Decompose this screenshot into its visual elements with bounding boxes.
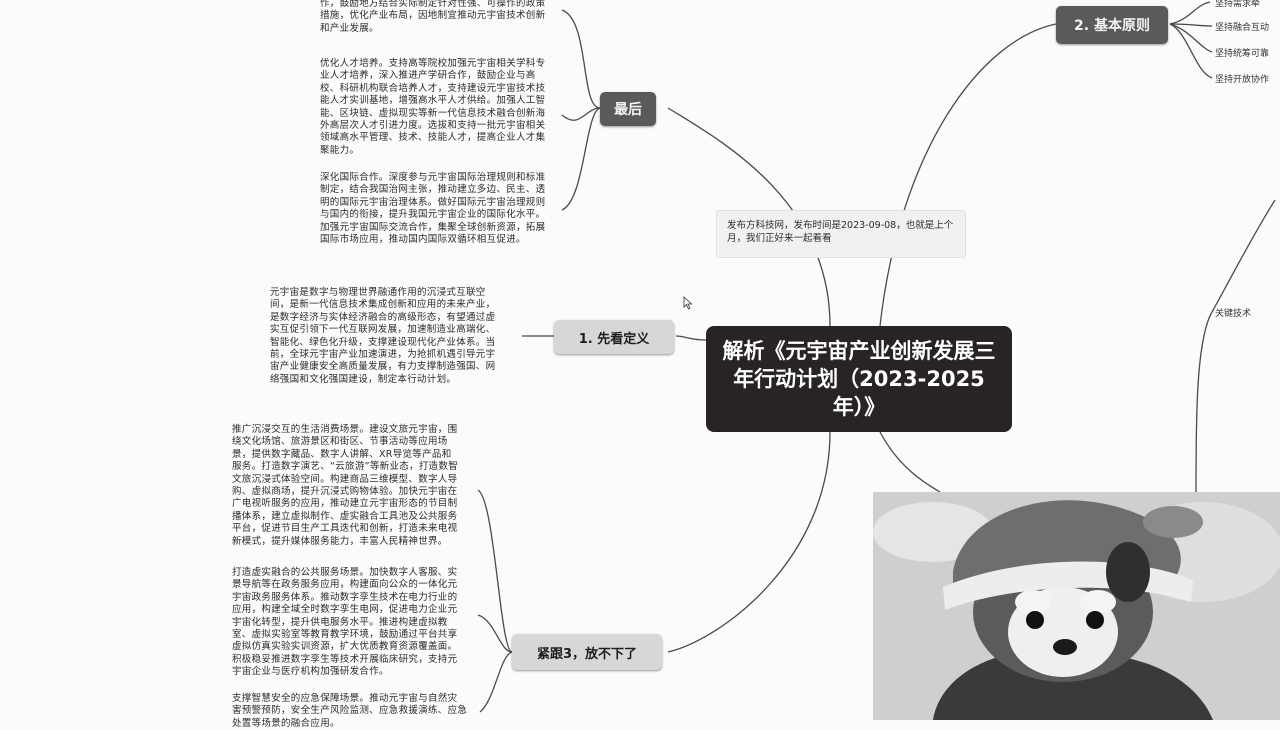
node-definition[interactable]: 1. 先看定义 [554,320,674,354]
life-scenario-text: 推广沉浸交互的生活消费场景。建设文旅元宇宙，围 绕文化场馆、旅游景区和街区、节事… [232,424,459,547]
center-title: 解析《元宇宙产业创新发展三年行动计划（2023-2025年）》 [722,339,996,419]
node-last[interactable]: 最后 [600,92,656,126]
policy-text-partial: 作，鼓励地方结合实际制定针对性强、可操作的政策 措施，优化产业布局，因地制宜推动… [320,0,546,34]
node-principles[interactable]: 2. 基本原则 [1056,6,1168,44]
mouse-cursor-icon [683,295,693,314]
webcam-overlay-image [873,492,1280,720]
international-text: 深化国际合作。深度参与元宇宙国际治理规则和标准 制定，结合我国治网主张，推动建立… [320,172,546,246]
publish-note: 发布方科技网，发布时间是2023-09-08，也就是上个月，我们正好来一起看看 [716,210,966,258]
principle-item-4[interactable]: 坚持开放协作 [1215,75,1270,85]
principle-item-3[interactable]: 坚持统筹可靠 [1215,49,1270,59]
key-tech-item[interactable]: 关键技术 [1215,309,1252,319]
principle-item-1[interactable]: 坚持需求牵 [1215,0,1261,9]
definition-text: 元宇宙是数字与物理世界融通作用的沉浸式互联空 间，是新一代信息技术集成创新和应用… [270,287,496,385]
safety-text: 支撑智慧安全的应急保障场景。推动元宇宙与自然灾 害预警预防，安全生产风险监测、应… [232,693,468,729]
node-follow[interactable]: 紧跟3，放不下了 [512,634,662,670]
center-topic[interactable]: 解析《元宇宙产业创新发展三年行动计划（2023-2025年）》 [706,326,1012,432]
public-service-text: 打造虚实融合的公共服务场景。加快数字人客服、实 景导航等在政务服务应用，构建面向… [232,567,458,678]
talent-text: 优化人才培养。支持高等院校加强元宇宙相关学科专 业人才培养，深入推进产学研合作，… [320,58,546,156]
principle-item-2[interactable]: 坚持融合互动 [1215,23,1270,33]
